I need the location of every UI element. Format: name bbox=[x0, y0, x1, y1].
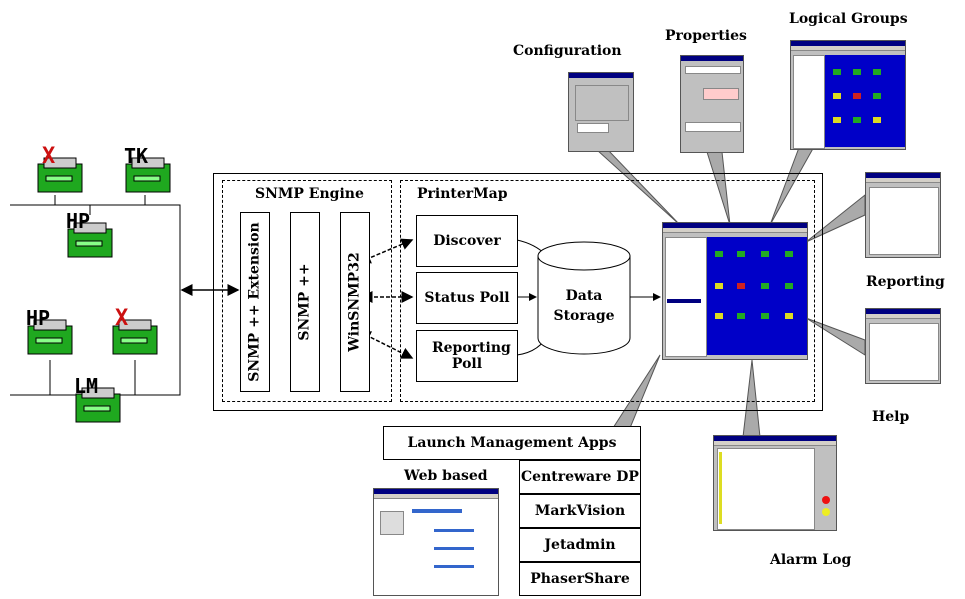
markvision-label: MarkVision bbox=[534, 503, 626, 519]
phasershare-button[interactable]: PhaserShare bbox=[519, 562, 641, 596]
snmppp-label: SNMP ++ bbox=[297, 263, 313, 341]
configuration-window[interactable] bbox=[568, 72, 634, 152]
reporting-poll-label: Reporting Poll bbox=[432, 340, 511, 372]
jetadmin-button[interactable]: Jetadmin bbox=[519, 528, 641, 562]
properties-label: Properties bbox=[665, 28, 747, 44]
alarm-log-window[interactable] bbox=[713, 435, 837, 531]
help-window[interactable] bbox=[865, 308, 941, 384]
configuration-label: Configuration bbox=[513, 43, 622, 59]
properties-window[interactable] bbox=[680, 55, 744, 153]
launch-management-apps-label: Launch Management Apps bbox=[407, 435, 617, 451]
status-poll-box: Status Poll bbox=[416, 272, 518, 324]
help-label: Help bbox=[872, 409, 910, 425]
web-based-window[interactable] bbox=[373, 488, 499, 596]
reporting-label: Reporting bbox=[866, 274, 945, 290]
discover-label: Discover bbox=[433, 233, 501, 249]
printer-brand-label: X bbox=[42, 144, 56, 169]
web-based-label: Web based bbox=[404, 468, 488, 484]
snmp-engine-title: SNMP Engine bbox=[255, 186, 364, 202]
data-storage-cylinder: Data Storage bbox=[536, 238, 632, 358]
xerox-printer-icon[interactable]: X bbox=[30, 144, 88, 196]
logical-groups-label: Logical Groups bbox=[789, 11, 908, 27]
hp-printer-icon[interactable]: HP bbox=[60, 209, 118, 261]
snmppp-box: SNMP ++ bbox=[290, 212, 320, 392]
data-storage-label-line2: Storage bbox=[553, 308, 615, 324]
printer-brand-label: HP bbox=[26, 306, 51, 330]
phasershare-label: PhaserShare bbox=[530, 571, 630, 587]
hp-printer-icon[interactable]: HP bbox=[20, 306, 78, 358]
snmp-extension-label: SNMP ++ Extension bbox=[247, 222, 263, 382]
reporting-poll-box: Reporting Poll bbox=[416, 330, 518, 382]
snmp-engine-group bbox=[222, 180, 392, 402]
centreware-dp-label: Centreware DP bbox=[521, 469, 639, 485]
winsnmp-box: WinSNMP32 bbox=[340, 212, 370, 392]
printer-brand-label: LM bbox=[74, 374, 99, 398]
logical-groups-window[interactable] bbox=[790, 40, 906, 150]
reporting-window[interactable] bbox=[865, 172, 941, 258]
printer-brand-label: X bbox=[115, 306, 129, 331]
status-poll-label: Status Poll bbox=[424, 290, 510, 306]
printer-brand-label: HP bbox=[66, 209, 91, 233]
discover-box: Discover bbox=[416, 215, 518, 267]
launch-management-apps-box[interactable]: Launch Management Apps bbox=[383, 426, 641, 460]
alarm-log-label: Alarm Log bbox=[770, 552, 852, 568]
jetadmin-label: Jetadmin bbox=[544, 537, 616, 553]
winsnmp-label: WinSNMP32 bbox=[347, 252, 364, 352]
markvision-button[interactable]: MarkVision bbox=[519, 494, 641, 528]
snmp-extension-box: SNMP ++ Extension bbox=[240, 212, 270, 392]
system-frame bbox=[213, 173, 823, 411]
xerox-printer-icon[interactable]: X bbox=[105, 306, 163, 358]
printer-brand-label: TK bbox=[124, 144, 149, 168]
printermap-main-window[interactable] bbox=[662, 222, 808, 360]
centreware-dp-button[interactable]: Centreware DP bbox=[519, 460, 641, 494]
data-storage-label-line1: Data bbox=[565, 288, 603, 304]
lm-printer-icon[interactable]: LM bbox=[68, 374, 126, 426]
tk-printer-icon[interactable]: TK bbox=[118, 144, 176, 196]
printermap-group bbox=[400, 180, 815, 402]
printermap-title: PrinterMap bbox=[417, 186, 508, 202]
